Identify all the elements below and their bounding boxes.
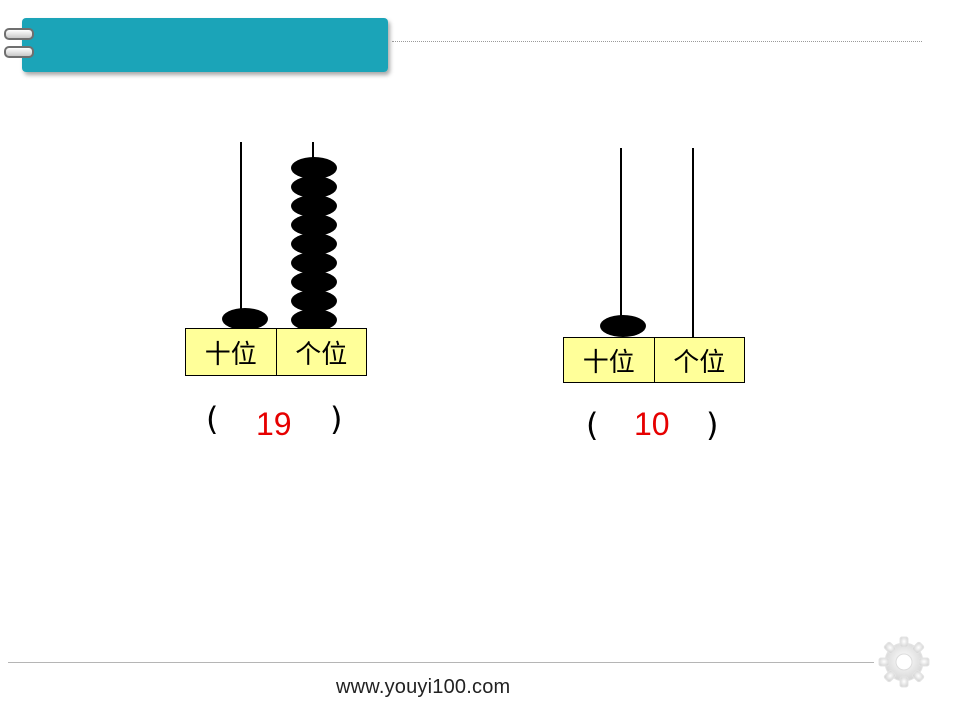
ones-bead bbox=[291, 195, 337, 217]
gear-icon bbox=[878, 636, 930, 688]
ones-bead bbox=[291, 157, 337, 179]
header-divider bbox=[392, 41, 922, 42]
ones-bead bbox=[291, 233, 337, 255]
place-value-box: 十位 个位 bbox=[185, 328, 367, 376]
tens-bead bbox=[222, 308, 268, 330]
ones-rod bbox=[692, 148, 694, 338]
tens-rod bbox=[240, 142, 242, 330]
tens-bead bbox=[600, 315, 646, 337]
tens-rod bbox=[620, 148, 622, 328]
footer-divider bbox=[8, 662, 874, 663]
open-paren: ( bbox=[206, 400, 219, 438]
ones-bead bbox=[291, 176, 337, 198]
tens-label: 十位 bbox=[582, 347, 635, 378]
ones-bead bbox=[291, 309, 337, 331]
binder-ring-icon bbox=[4, 46, 34, 58]
ones-label: 个位 bbox=[653, 338, 745, 382]
tens-label: 十位 bbox=[204, 339, 257, 370]
close-paren: ) bbox=[330, 400, 343, 438]
ones-label: 个位 bbox=[275, 329, 367, 375]
binder-ring-icon bbox=[4, 28, 34, 40]
ones-bead bbox=[291, 214, 337, 236]
answer-value: 10 bbox=[634, 406, 670, 442]
close-paren: ) bbox=[706, 406, 719, 444]
place-value-box: 十位 个位 bbox=[563, 337, 745, 383]
footer-url: www.youyi100.com bbox=[336, 676, 511, 698]
open-paren: ( bbox=[586, 406, 599, 444]
ones-bead bbox=[291, 290, 337, 312]
ones-bead bbox=[291, 252, 337, 274]
header-tab bbox=[22, 18, 388, 72]
answer-value: 19 bbox=[256, 406, 292, 442]
ones-bead bbox=[291, 271, 337, 293]
